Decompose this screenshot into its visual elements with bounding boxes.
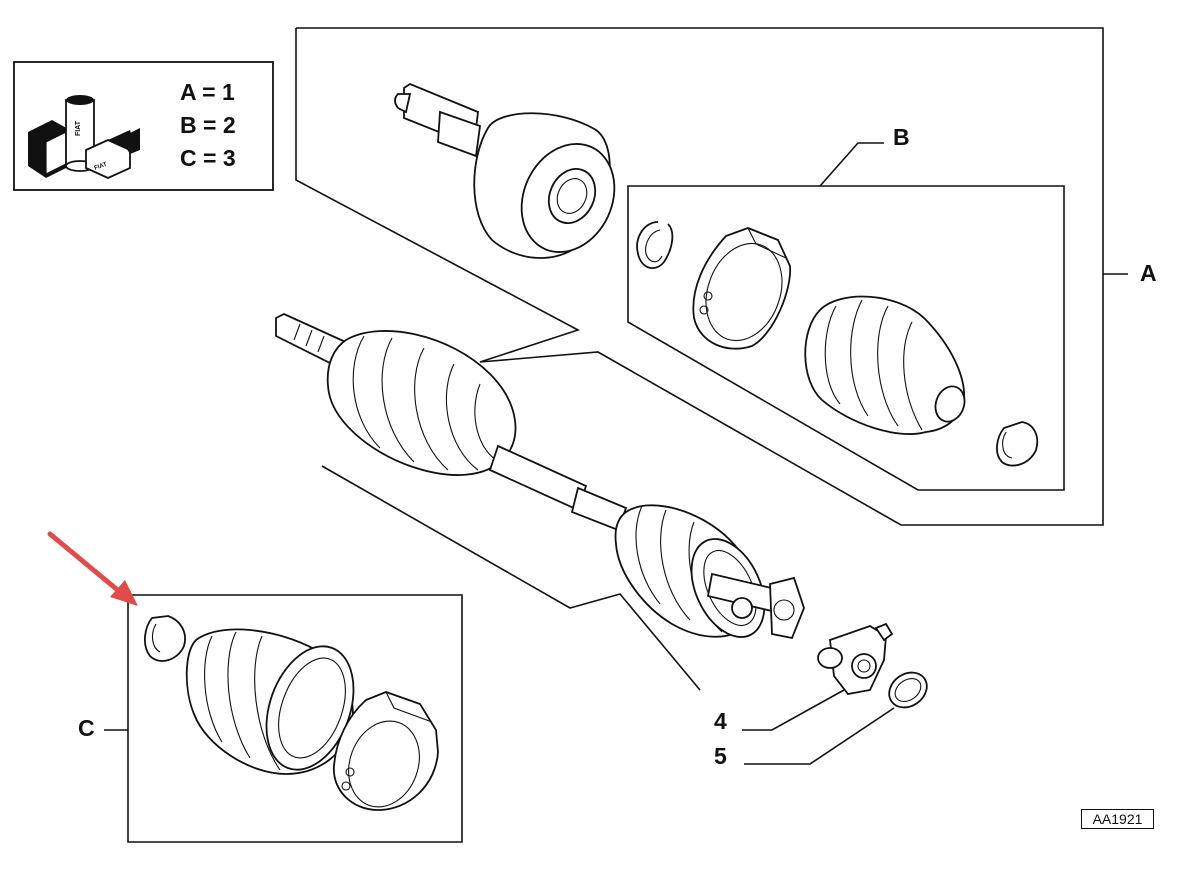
logo-text: FIAT (75, 120, 82, 136)
driveshaft-assembly (275, 313, 805, 640)
logo-text-cube-right: FIAT (94, 162, 108, 172)
kit-b-outline: B (627, 124, 1065, 491)
red-pointer-arrow-icon (47, 531, 138, 606)
fiat-kit-logo-icon: FIAT FIAT FIAT (28, 95, 140, 179)
part-4-tripod: 4 (714, 622, 894, 734)
callout-b: B (893, 124, 910, 150)
legend-entry-a: A = 1 (180, 79, 235, 105)
callout-c: C (78, 715, 95, 741)
legend-entry-c: C = 3 (180, 145, 236, 171)
kit-b-parts (636, 221, 1039, 467)
shaft-bracket-line (321, 465, 701, 691)
legend-entry-b: B = 2 (180, 112, 236, 138)
reference-code: AA1921 (1081, 809, 1154, 829)
callout-5: 5 (714, 743, 727, 769)
kit-a-outline: A (295, 27, 1157, 526)
legend-box: FIAT FIAT FIAT A = 1 B = 2 C = 3 (13, 61, 274, 191)
logo-text-cube-left: FIAT (34, 151, 48, 163)
part-5-circlip: 5 (714, 671, 928, 769)
kit-c-outline: C (78, 594, 463, 843)
kit-c-parts (144, 615, 439, 811)
outer-cv-joint (394, 82, 616, 259)
callout-a: A (1140, 260, 1157, 286)
callout-4: 4 (714, 708, 727, 734)
